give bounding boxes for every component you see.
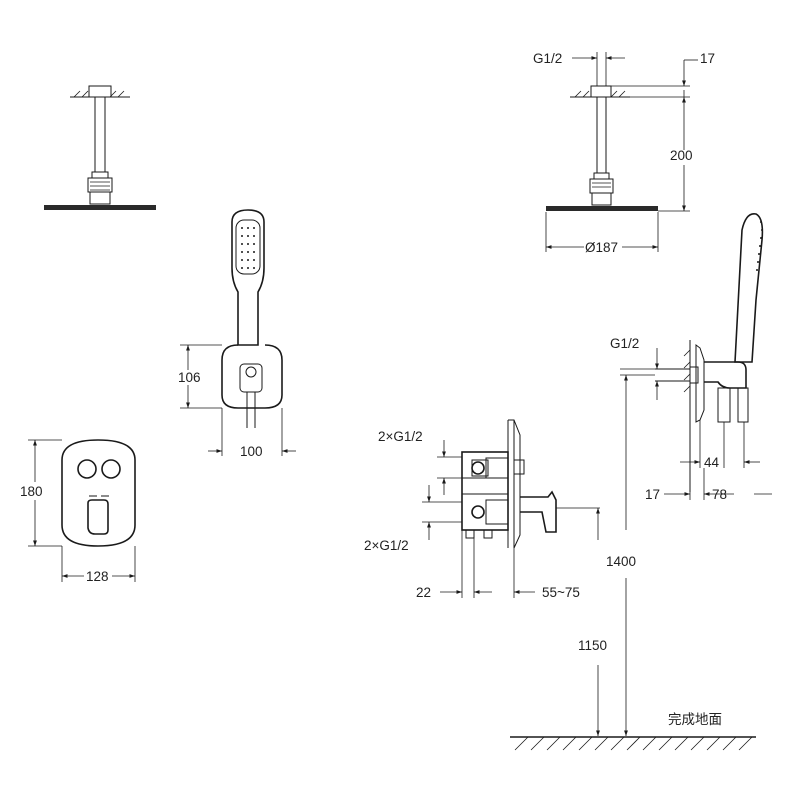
dim-valve-front-depth: 55~75 (542, 585, 580, 600)
dim-top-drop: 200 (670, 148, 693, 163)
finished-floor: 完成地面 (510, 712, 756, 751)
dim-holder-height: 106 (178, 370, 201, 385)
dim-panel-width: 128 (86, 569, 109, 584)
dim-valve-back-depth: 22 (416, 585, 431, 600)
dim-valve-lower-thread: 2×G1/2 (364, 538, 409, 553)
height-dimensions: 1150 1400 (556, 374, 655, 736)
dim-side-thread: G1/2 (610, 336, 639, 351)
dim-height-1400: 1400 (606, 554, 636, 569)
dim-height-1150: 1150 (578, 638, 607, 653)
dim-holder-width: 100 (240, 444, 263, 459)
dim-panel-height: 180 (20, 484, 43, 499)
control-panel-front-view: 180 128 (20, 439, 136, 584)
dim-side-17: 17 (645, 487, 660, 502)
dim-side-44: 44 (704, 455, 720, 470)
hand-shower-front-view: 106 100 (178, 209, 296, 459)
hand-shower-side-view: G1/2 44 17 78 (610, 213, 772, 502)
dim-top-thread: G1/2 (533, 51, 562, 66)
floor-label: 完成地面 (668, 712, 722, 727)
dim-head-diameter: Ø187 (585, 240, 618, 255)
dim-valve-upper-thread: 2×G1/2 (378, 429, 423, 444)
dim-top-wall-offset: 17 (700, 51, 715, 66)
shower-head-front-view (44, 85, 156, 210)
valve-side-section: 2×G1/2 2×G1/2 22 55~75 (364, 419, 580, 600)
dim-side-78: 78 (712, 487, 727, 502)
shower-head-dimensioned-view: G1/2 17 200 Ø187 (533, 51, 715, 255)
